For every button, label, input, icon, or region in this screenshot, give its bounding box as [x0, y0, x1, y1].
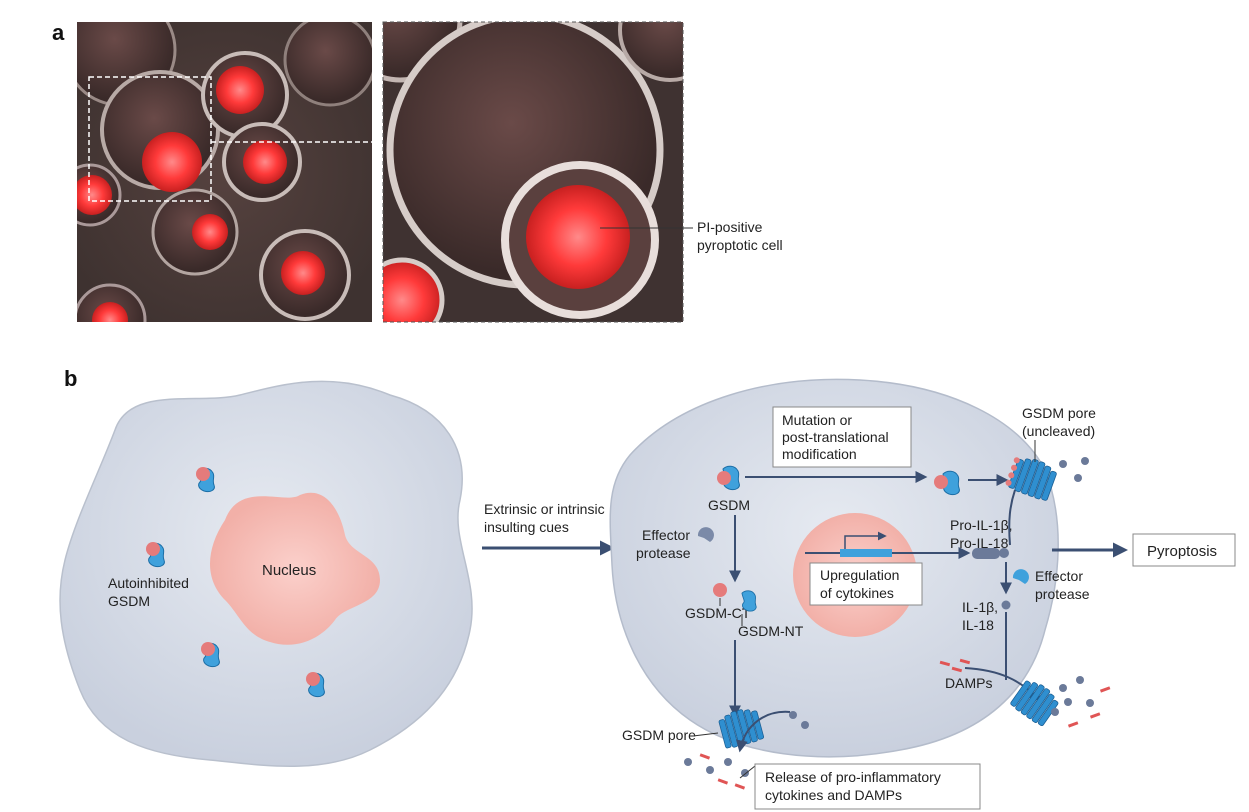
gsdm-icon — [717, 465, 740, 491]
effector-protease2-label-line2: protease — [1035, 586, 1090, 602]
pro-il-label-line2: Pro-IL-18 — [950, 535, 1009, 551]
nucleus-label: Nucleus — [262, 562, 316, 579]
pyroptosis-box — [1132, 533, 1236, 567]
il-icon — [1001, 600, 1011, 610]
uncleaved-pore-label-line1: GSDM pore — [1022, 405, 1096, 421]
released-cytokine-dots-top — [1059, 457, 1089, 482]
mutation-label-line3: modification — [782, 446, 857, 462]
upregulation-label-line2: of cytokines — [820, 585, 894, 601]
gsdm-ct-label: GSDM-CT — [685, 605, 751, 621]
uncleaved-pore-to-pro-il-curve — [1008, 489, 1016, 546]
release-box — [754, 763, 981, 810]
pro-il-label-line1: Pro-IL-1β, — [950, 517, 1013, 533]
micrograph-zoom — [383, 22, 683, 322]
released-damps-bottom — [699, 753, 746, 790]
mutation-label-line2: post-translational — [782, 429, 889, 445]
effector-protease-icon — [697, 527, 714, 542]
cue-label-line1: Extrinsic or intrinsic — [484, 501, 605, 517]
gsdm-pore-label: GSDM pore — [622, 727, 696, 743]
autoinhibited-gsdm-icon — [146, 467, 325, 698]
release-label-line1: Release of pro-inflammatory — [765, 769, 941, 785]
annotation-label-line1: PI-positive — [697, 219, 763, 235]
release-box-connector — [739, 765, 756, 779]
upregulation-label-line1: Upregulation — [820, 567, 899, 583]
gsdm-label: GSDM — [708, 497, 750, 513]
resting-nucleus — [210, 492, 380, 645]
mutation-box — [772, 406, 912, 468]
gsdm-nt-label: GSDM-NT — [738, 623, 804, 639]
cue-label-line2: insulting cues — [484, 519, 569, 535]
pro-il-head-icon — [999, 548, 1009, 558]
autoinhibited-label-line1: Autoinhibited — [108, 575, 189, 591]
effector-protease-label-line1: Effector — [642, 527, 690, 543]
gsdm-ct-icon — [713, 583, 727, 597]
gsdm-nt-icon — [741, 590, 757, 612]
release-label-line2: cytokines and DAMPs — [765, 787, 902, 803]
released-damps-right — [1067, 686, 1111, 728]
pyroptosis-label: Pyroptosis — [1147, 543, 1217, 560]
release-arrow — [736, 710, 791, 753]
damps-label: DAMPs — [945, 675, 992, 691]
uncleaved-gsdm-pore-icon — [1005, 453, 1060, 503]
il-label-line1: IL-1β, — [962, 599, 998, 615]
panel-b-letter: b — [64, 366, 77, 391]
effector-protease-label-line2: protease — [636, 545, 691, 561]
pro-il-icon — [972, 548, 1000, 559]
activated-gsdm-icon — [934, 470, 960, 496]
upregulation-box — [809, 562, 923, 606]
released-cytokine-dots-bottom — [684, 711, 809, 777]
micrograph-overview — [77, 22, 372, 322]
zoom-region-box — [88, 76, 212, 202]
damps-icon — [939, 658, 971, 673]
il-label-line2: IL-18 — [962, 617, 994, 633]
zoom-frame — [382, 21, 684, 323]
released-dots-right — [1051, 676, 1094, 716]
gene-block — [840, 549, 892, 557]
transcription-arrow — [844, 531, 887, 549]
annotation-label-line2: pyroptotic cell — [697, 237, 783, 253]
uncleaved-pore-label-line2: (uncleaved) — [1022, 423, 1095, 439]
gsdm-pore-pointer — [692, 732, 719, 737]
effector-protease2-label-line1: Effector — [1035, 568, 1083, 584]
mutation-label-line1: Mutation or — [782, 412, 852, 428]
effector-protease-icon-2 — [1012, 569, 1029, 584]
panel-a-letter: a — [52, 20, 65, 45]
autoinhibited-label-line2: GSDM — [108, 593, 150, 609]
